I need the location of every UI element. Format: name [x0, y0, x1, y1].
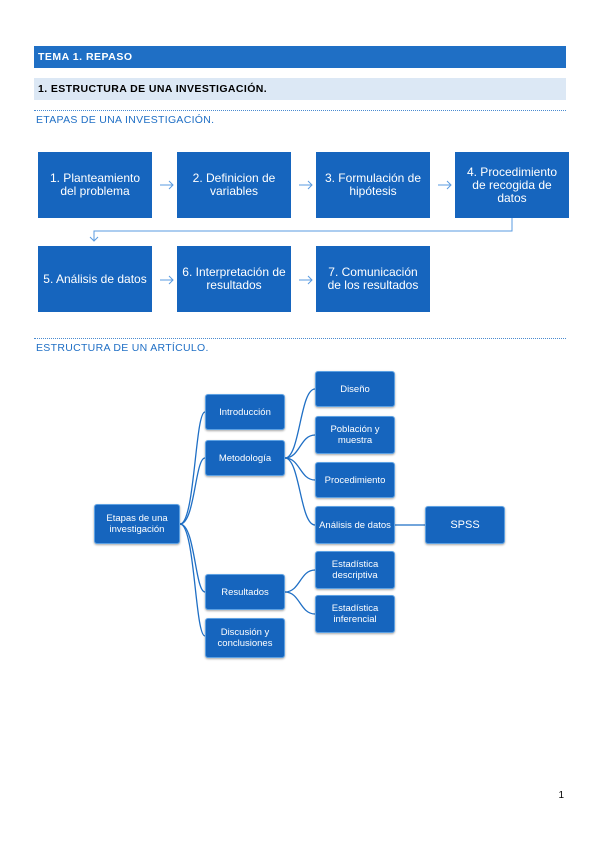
divider	[34, 110, 566, 111]
node-inferencial: Estadística inferencial	[315, 595, 395, 633]
step-3: 3. Formulación de hipótesis	[316, 152, 430, 218]
node-analisis: Análisis de datos	[315, 506, 395, 544]
page-number: 1	[558, 790, 564, 801]
section-header: 1. ESTRUCTURA DE UNA INVESTIGACIÓN.	[34, 78, 566, 100]
step-4: 4. Procedimiento de recogida de datos	[455, 152, 569, 218]
node-metodologia: Metodología	[205, 440, 285, 476]
step-6: 6. Interpretación de resultados	[177, 246, 291, 312]
node-discusion: Discusión y conclusiones	[205, 618, 285, 658]
tree-root: Etapas de una investigación	[94, 504, 180, 544]
node-procedimiento: Procedimiento	[315, 462, 395, 498]
node-introduccion: Introducción	[205, 394, 285, 430]
step-2: 2. Definicion de variables	[177, 152, 291, 218]
tema-header: TEMA 1. REPASO	[34, 46, 566, 68]
node-poblacion: Población y muestra	[315, 416, 395, 454]
node-descriptiva: Estadística descriptiva	[315, 551, 395, 589]
node-resultados: Resultados	[205, 574, 285, 610]
step-1: 1. Planteamiento del problema	[38, 152, 152, 218]
node-spss: SPSS	[425, 506, 505, 544]
node-diseno: Diseño	[315, 371, 395, 407]
step-7: 7. Comunicación de los resultados	[316, 246, 430, 312]
divider	[34, 338, 566, 339]
articulo-title: ESTRUCTURA DE UN ARTÍCULO.	[36, 342, 209, 354]
etapas-title: ETAPAS DE UNA INVESTIGACIÓN.	[36, 114, 215, 126]
step-5: 5. Análisis de datos	[38, 246, 152, 312]
